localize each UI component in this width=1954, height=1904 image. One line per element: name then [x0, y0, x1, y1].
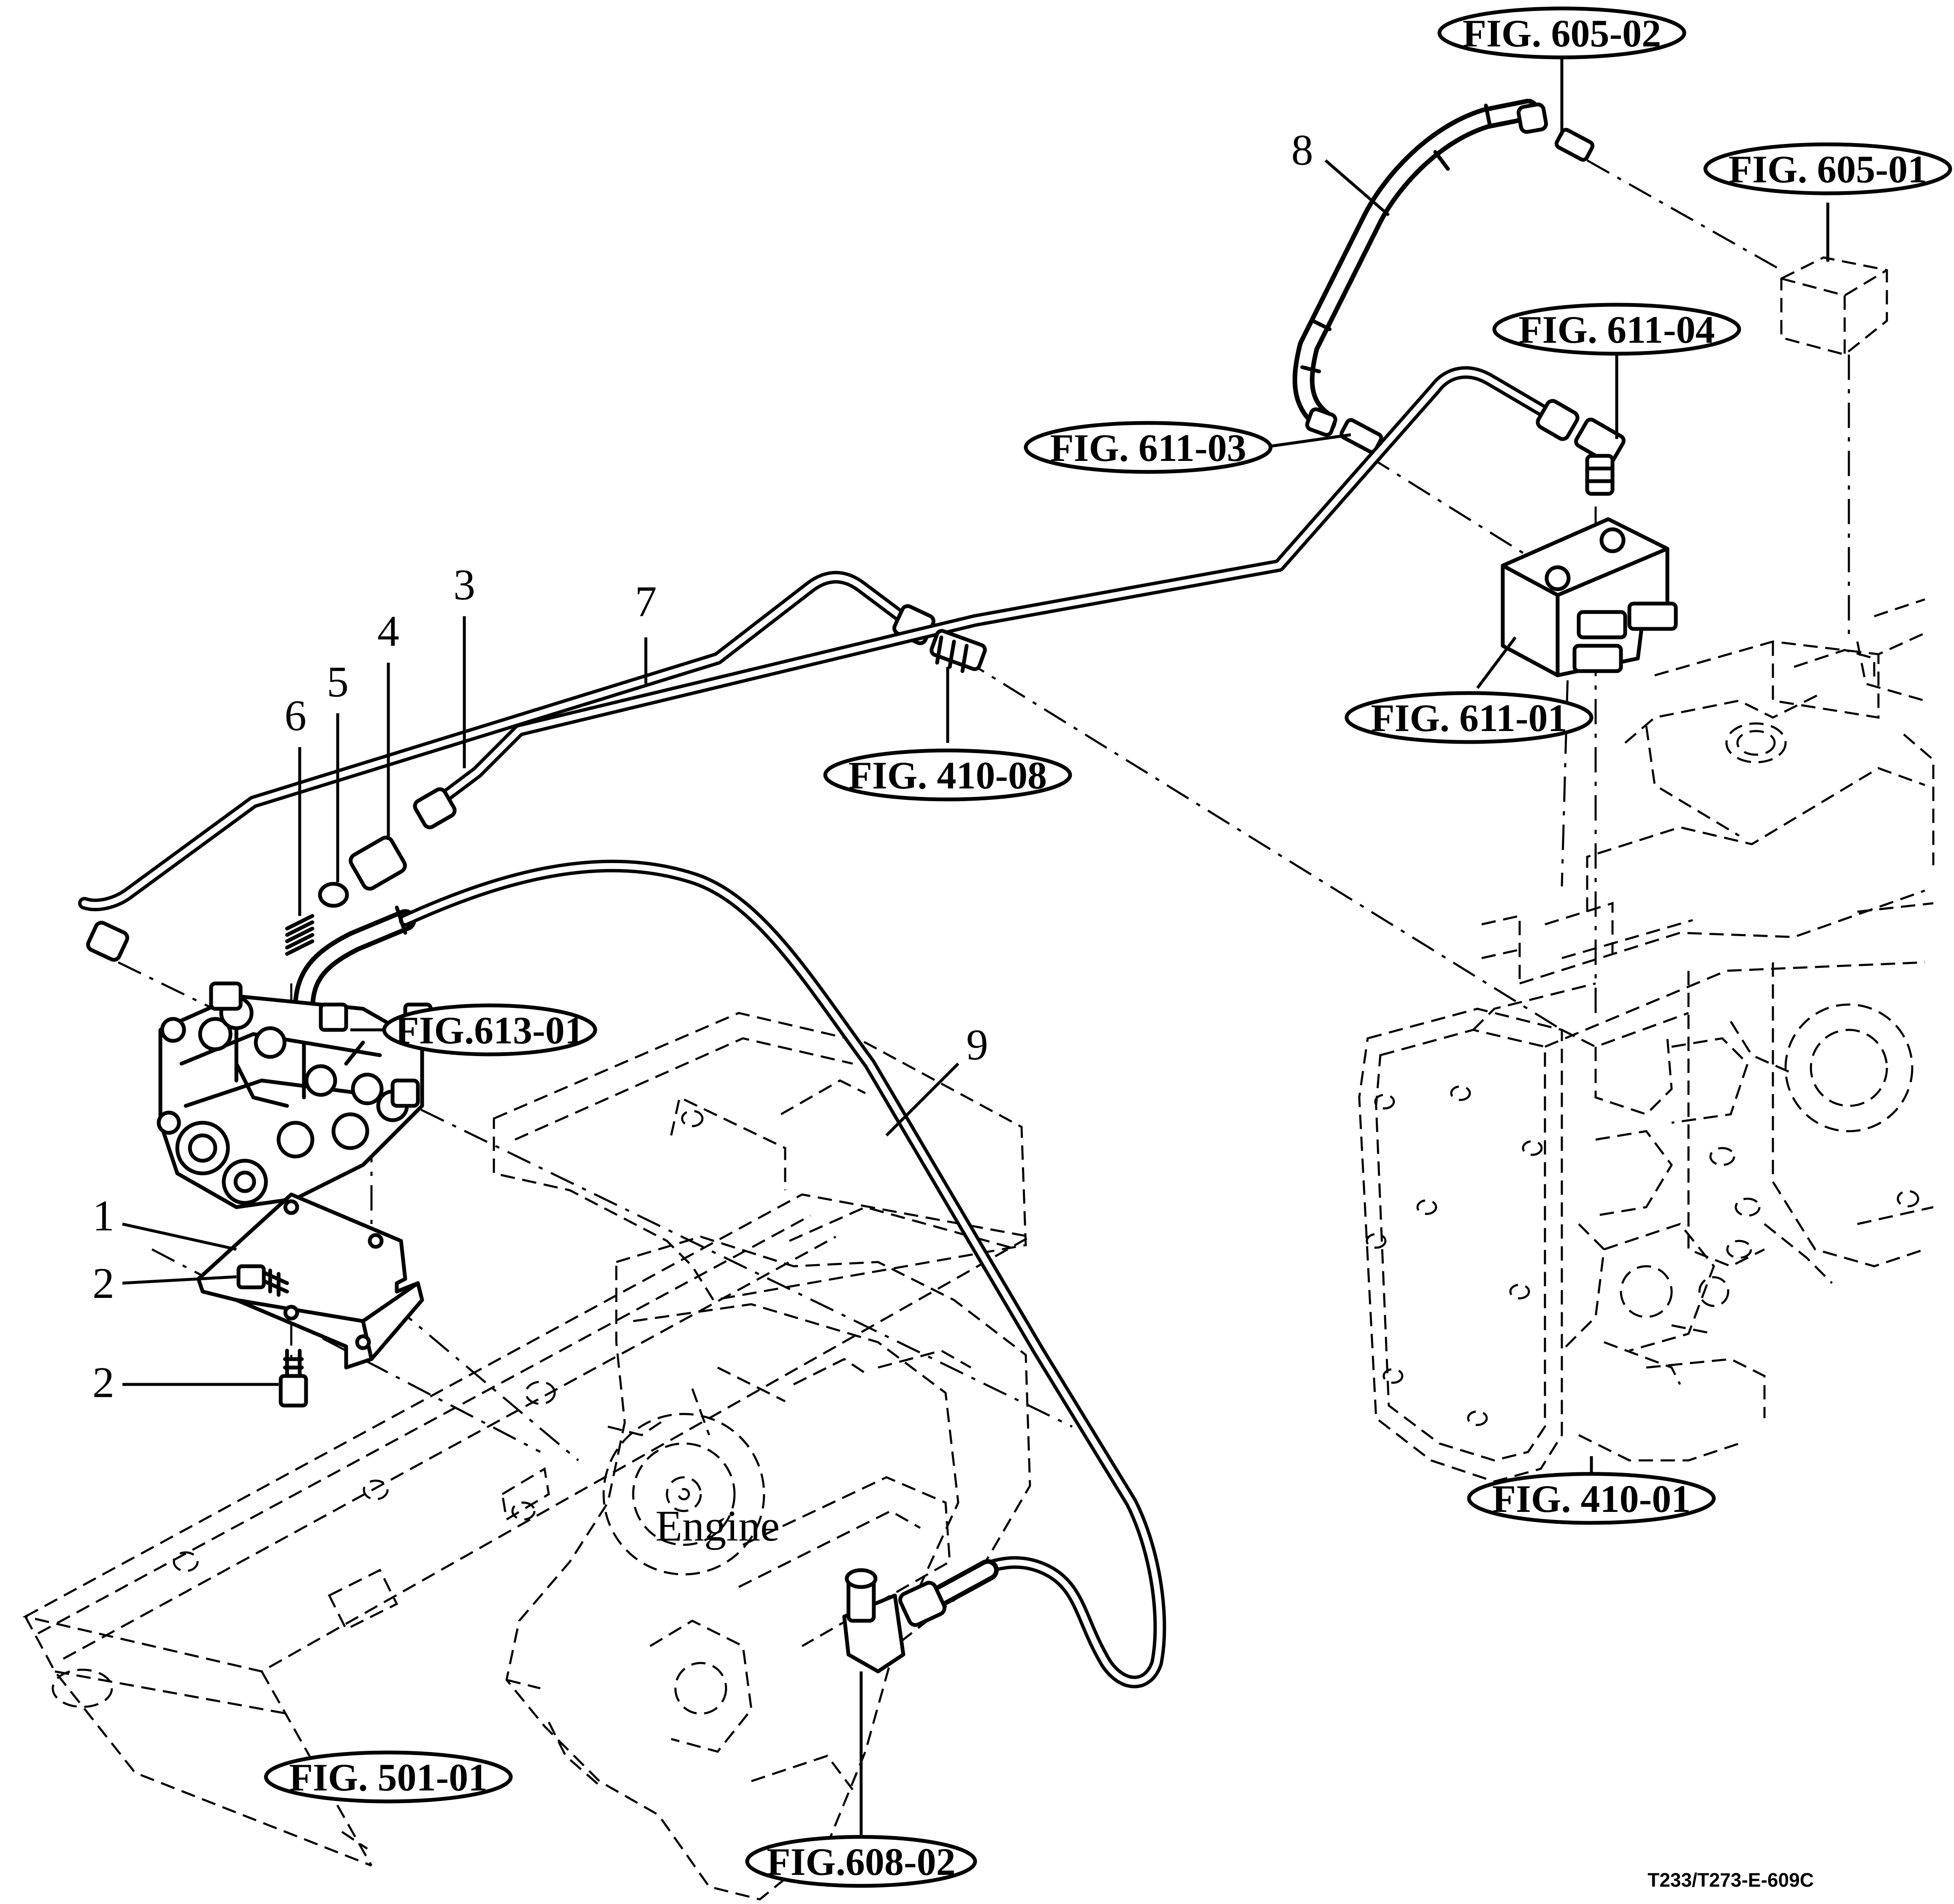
part-number-3: 3 [453, 561, 475, 609]
callout-fig-605-01: FIG. 605-01 [1703, 142, 1952, 195]
bracket-1 [196, 1192, 424, 1370]
part-number-9: 9 [966, 1021, 988, 1069]
part-number-7: 7 [635, 577, 657, 626]
bolt-2-upper [236, 1264, 289, 1297]
callout-label: FIG. 410-01 [1492, 1477, 1691, 1520]
callout-label: FIG.608-02 [767, 1840, 955, 1883]
tube-3 [413, 366, 1580, 829]
callout-label: FIG. 501-01 [289, 1756, 488, 1799]
part-number-6: 6 [285, 691, 306, 740]
callout-label: FIG. 410-08 [848, 754, 1047, 797]
callout-fig-410-08: FIG. 410-08 [823, 748, 1072, 802]
part-number-1: 1 [92, 1192, 114, 1240]
callout-label: FIG. 605-02 [1463, 12, 1661, 55]
bolt-2-lower [279, 1349, 308, 1408]
callout-fig-613-01: FIG.613-01 [382, 1003, 597, 1056]
part-number-5: 5 [327, 658, 349, 706]
engine-label: Engine [656, 1502, 780, 1550]
part-number-2-upper: 2 [92, 1259, 114, 1308]
part-number-4: 4 [377, 607, 399, 655]
hose-9 [293, 859, 1166, 1688]
callout-fig-501-01: FIG. 501-01 [264, 1750, 513, 1804]
callout-fig-605-02: FIG. 605-02 [1437, 6, 1686, 60]
callout-fig-410-01: FIG. 410-01 [1467, 1472, 1716, 1525]
hose-8 [1293, 99, 1595, 454]
callout-fig-608-02: FIG.608-02 [745, 1835, 977, 1888]
part-number-2-lower: 2 [92, 1358, 114, 1407]
control-valve [157, 981, 433, 1209]
callout-label: FIG. 611-01 [1371, 696, 1567, 739]
tube-7 [78, 571, 935, 962]
block-605-01 [1780, 256, 1888, 356]
fitting-608-02 [842, 1568, 905, 1674]
callout-fig-611-03: FIG. 611-03 [1024, 421, 1273, 474]
drawing-code: T233/T273-E-609C [1648, 1869, 1814, 1891]
fittings-4-5-6 [285, 835, 407, 956]
valve-block-611-01 [1501, 517, 1678, 677]
callout-label: FIG. 605-01 [1729, 148, 1927, 191]
part-number-8: 8 [1291, 126, 1313, 174]
callout-label: FIG. 611-04 [1518, 308, 1715, 351]
callout-label: FIG. 611-03 [1050, 426, 1246, 469]
callout-fig-611-01: FIG. 611-01 [1344, 691, 1594, 744]
callout-fig-611-04: FIG. 611-04 [1492, 303, 1741, 356]
fitting-410-08 [930, 629, 987, 673]
callout-label: FIG.613-01 [395, 1009, 584, 1052]
fitting-611-04 [1574, 417, 1626, 496]
leader-lines [122, 42, 1829, 1836]
